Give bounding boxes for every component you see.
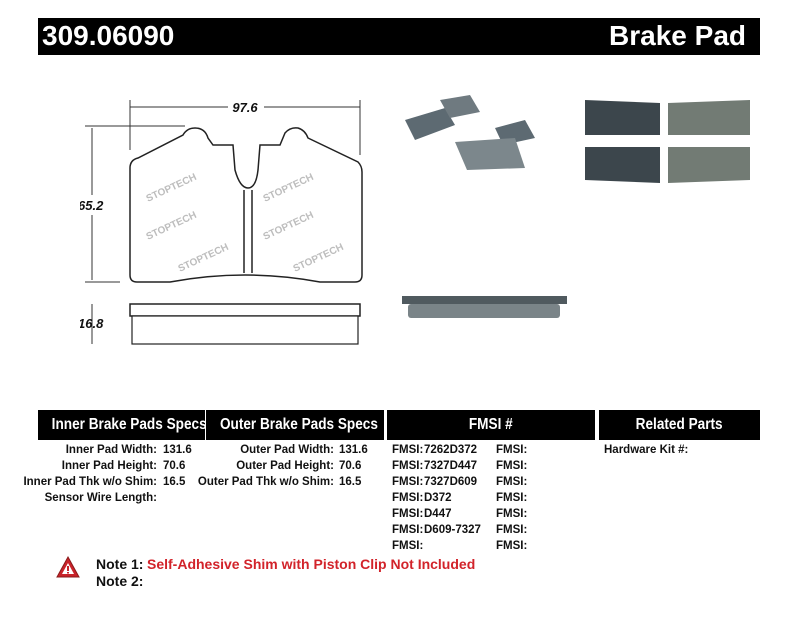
pad-outline	[129, 127, 363, 283]
pad-side-photo	[402, 296, 567, 318]
fmsi-label: FMSI:	[392, 444, 424, 456]
inner-spec-label: Inner Pad Thk w/o Shim:	[23, 476, 157, 488]
outer-spec-label: Outer Pad Height:	[236, 460, 334, 472]
fmsi-label: FMSI:	[392, 508, 424, 520]
outer-spec-label: Outer Pad Width:	[240, 444, 334, 456]
header-bar: 309.06090 Brake Pad	[38, 18, 760, 55]
outer-spec-value: 131.6	[339, 444, 368, 456]
fmsi-label: FMSI:	[392, 476, 424, 488]
inner-spec-value: 131.6	[163, 444, 192, 456]
fmsi-title: FMSI #	[469, 416, 513, 433]
note1-text: Self-Adhesive Shim with Piston Clip Not …	[147, 556, 476, 572]
inner-specs-title: Inner Brake Pads Specs	[51, 416, 205, 433]
outer-specs-header: Outer Brake Pads Specs	[206, 410, 384, 440]
fmsi-label: FMSI:	[496, 492, 528, 504]
fmsi-value: 7327D447	[424, 460, 478, 472]
related-parts-header: Related Parts	[599, 410, 760, 440]
warning-triangle-icon	[56, 555, 80, 578]
fmsi-label: FMSI:	[496, 524, 528, 536]
inner-spec-label: Inner Pad Height:	[61, 460, 157, 472]
part-number: 309.06090	[42, 20, 175, 51]
fmsi-label: FMSI:	[392, 540, 424, 552]
pad-set-photo	[405, 95, 535, 170]
outer-specs-title: Outer Brake Pads Specs	[219, 416, 378, 433]
fmsi-value: D609-7327	[424, 524, 481, 536]
fmsi-value: 7327D609	[424, 476, 478, 488]
outer-spec-label: Outer Pad Thk w/o Shim:	[197, 476, 334, 488]
outer-spec-value: 70.6	[339, 460, 362, 472]
related-label: Hardware Kit #:	[604, 444, 689, 456]
fmsi-label: FMSI:	[496, 460, 528, 472]
fmsi-value: 7262D372	[424, 444, 478, 456]
width-dimension: 97.6	[232, 100, 258, 115]
note1-label: Note 1:	[96, 556, 144, 572]
fmsi-header: FMSI #	[387, 410, 595, 440]
fmsi-label: FMSI:	[392, 460, 424, 472]
fmsi-value: D447	[424, 508, 452, 520]
height-dimension: 65.2	[80, 198, 104, 213]
note2-label: Note 2:	[96, 573, 144, 589]
fmsi-label: FMSI:	[496, 476, 528, 488]
related-parts-title: Related Parts	[636, 416, 723, 433]
fmsi-label: FMSI:	[392, 524, 424, 536]
inner-spec-label: Inner Pad Width:	[65, 444, 157, 456]
fmsi-label: FMSI:	[392, 492, 424, 504]
fmsi-label: FMSI:	[496, 444, 528, 456]
fmsi-label: FMSI:	[496, 540, 528, 552]
pad-dimension-drawing: 97.6 65.2 STOPTECH STOPTECH STOPTECH STO…	[80, 98, 363, 345]
thickness-dimension: 16.8	[80, 316, 104, 331]
inner-spec-label: Sensor Wire Length:	[44, 492, 157, 504]
inner-spec-value: 70.6	[163, 460, 186, 472]
outer-spec-value: 16.5	[339, 476, 362, 488]
side-view-backing	[129, 303, 361, 317]
fmsi-label: FMSI:	[496, 508, 528, 520]
inner-specs-header: Inner Brake Pads Specs	[38, 410, 205, 440]
pad-front-back-photo	[585, 100, 750, 183]
fmsi-value: D372	[424, 492, 452, 504]
product-title: Brake Pad	[609, 20, 746, 51]
side-view-friction	[131, 315, 359, 345]
inner-spec-value: 16.5	[163, 476, 186, 488]
